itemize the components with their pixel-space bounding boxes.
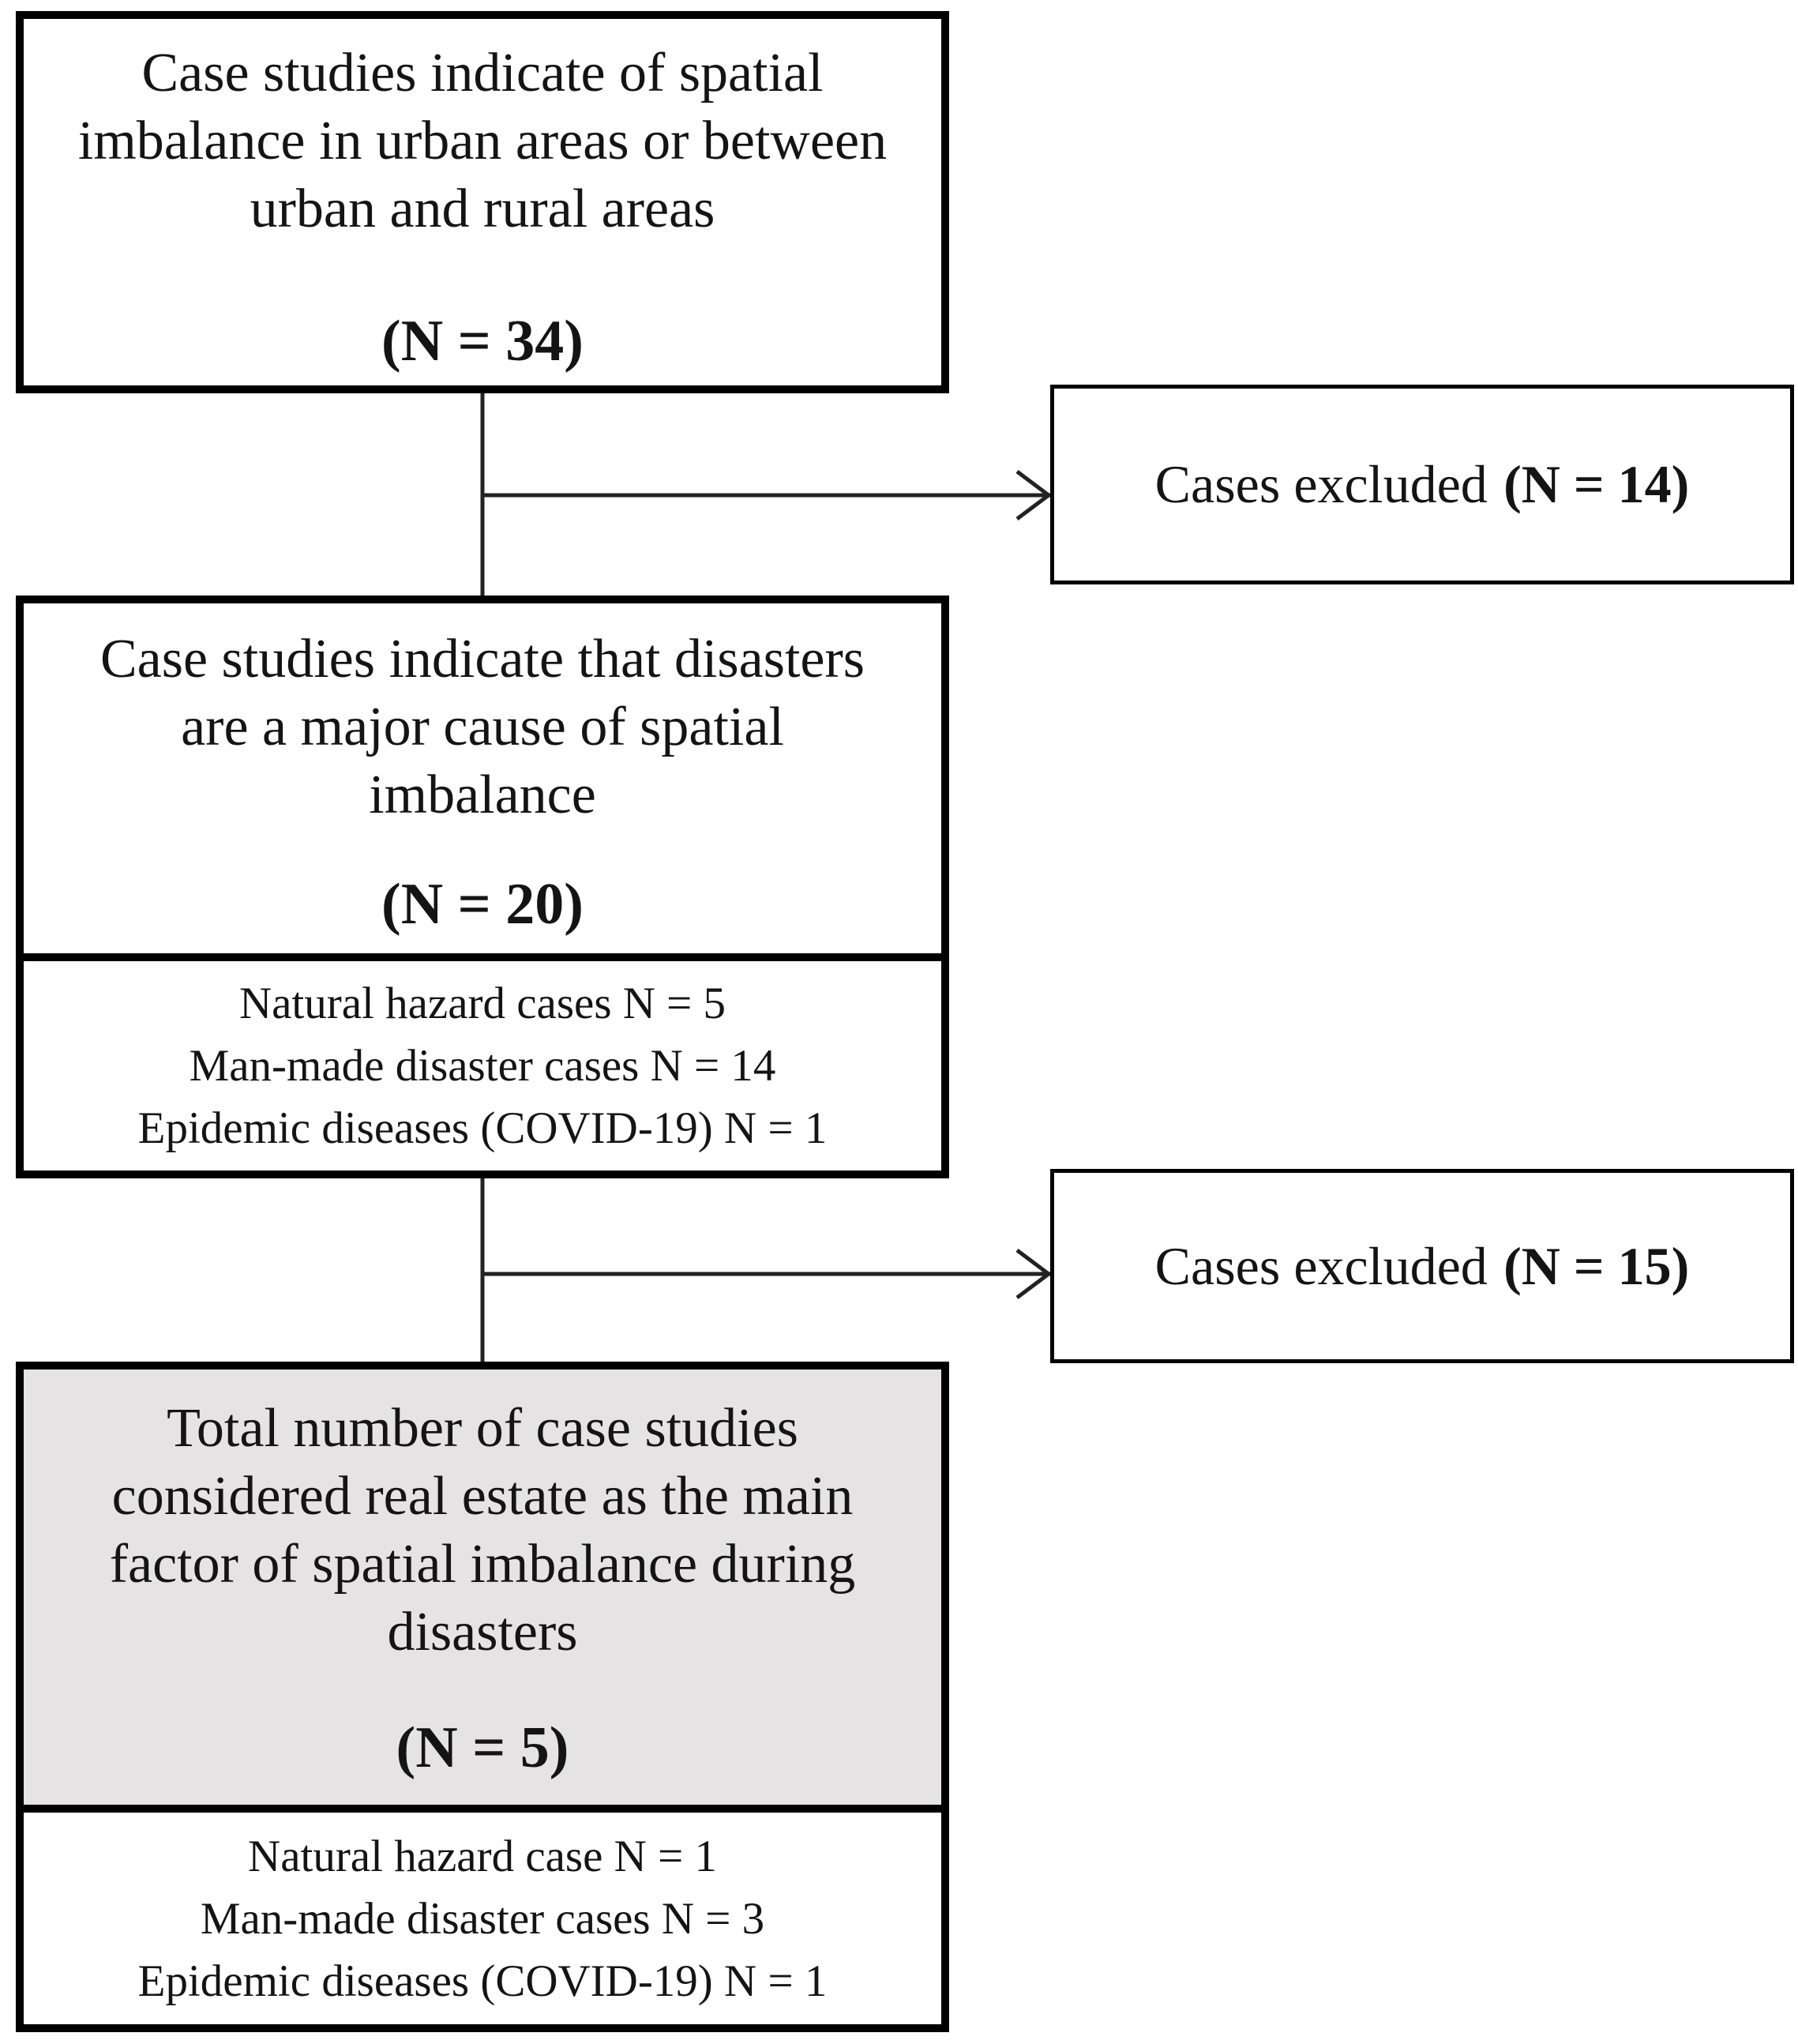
box-excluded-2: Cases excluded (N = 15) [1050, 1169, 1794, 1363]
box-final-cases: Total number of case studies considered … [16, 1362, 949, 1813]
box-final-count: (N = 5) [396, 1715, 569, 1780]
box-initial-count: (N = 34) [381, 309, 584, 374]
box-initial-cases: Case studies indicate of spatial imbalan… [16, 11, 949, 393]
breakdown-line-epidemic: Epidemic diseases (COVID-19) N = 1 [137, 1956, 828, 2006]
box-disaster-text-line: are a major cause of spatial [181, 697, 784, 757]
box-disaster-count: (N = 20) [381, 872, 584, 937]
box-excluded-1-label: Cases excluded [1154, 454, 1488, 514]
box-disaster-text-line: imbalance [369, 765, 596, 825]
box-disaster-text-line: Case studies indicate that disasters [99, 629, 865, 689]
box-final-text-line: factor of spatial imbalance during [109, 1534, 856, 1595]
box-initial-text-line: Case studies indicate of spatial [141, 43, 824, 103]
arrow-head-excluded-2 [1015, 1249, 1053, 1299]
box-final-text-line: disasters [387, 1602, 578, 1663]
box-initial-text-line: imbalance in urban areas or between [77, 111, 888, 171]
box-disaster-breakdown: Natural hazard cases N = 5 Man-made disa… [16, 953, 949, 1178]
breakdown-line-manmade: Man-made disaster cases N = 14 [189, 1041, 776, 1091]
breakdown-line-natural: Natural hazard cases N = 5 [238, 979, 726, 1028]
box-final-text-line: Total number of case studies [167, 1398, 798, 1459]
breakdown-line-epidemic: Epidemic diseases (COVID-19) N = 1 [137, 1103, 828, 1153]
box-final-breakdown: Natural hazard case N = 1 Man-made disas… [16, 1805, 949, 2032]
breakdown-line-natural: Natural hazard case N = 1 [248, 1831, 717, 1881]
box-final-text-line: considered real estate as the main [111, 1466, 854, 1527]
box-disaster-cases: Case studies indicate that disasters are… [16, 596, 949, 961]
box-excluded-2-count: (N = 15) [1503, 1235, 1690, 1296]
box-initial-text-line: urban and rural areas [250, 178, 715, 239]
box-excluded-2-label: Cases excluded [1154, 1235, 1488, 1296]
breakdown-line-manmade: Man-made disaster cases N = 3 [200, 1893, 765, 1944]
arrow-head-excluded-1 [1015, 470, 1053, 520]
box-excluded-1: Cases excluded (N = 14) [1050, 385, 1794, 584]
box-excluded-1-count: (N = 14) [1503, 454, 1690, 514]
